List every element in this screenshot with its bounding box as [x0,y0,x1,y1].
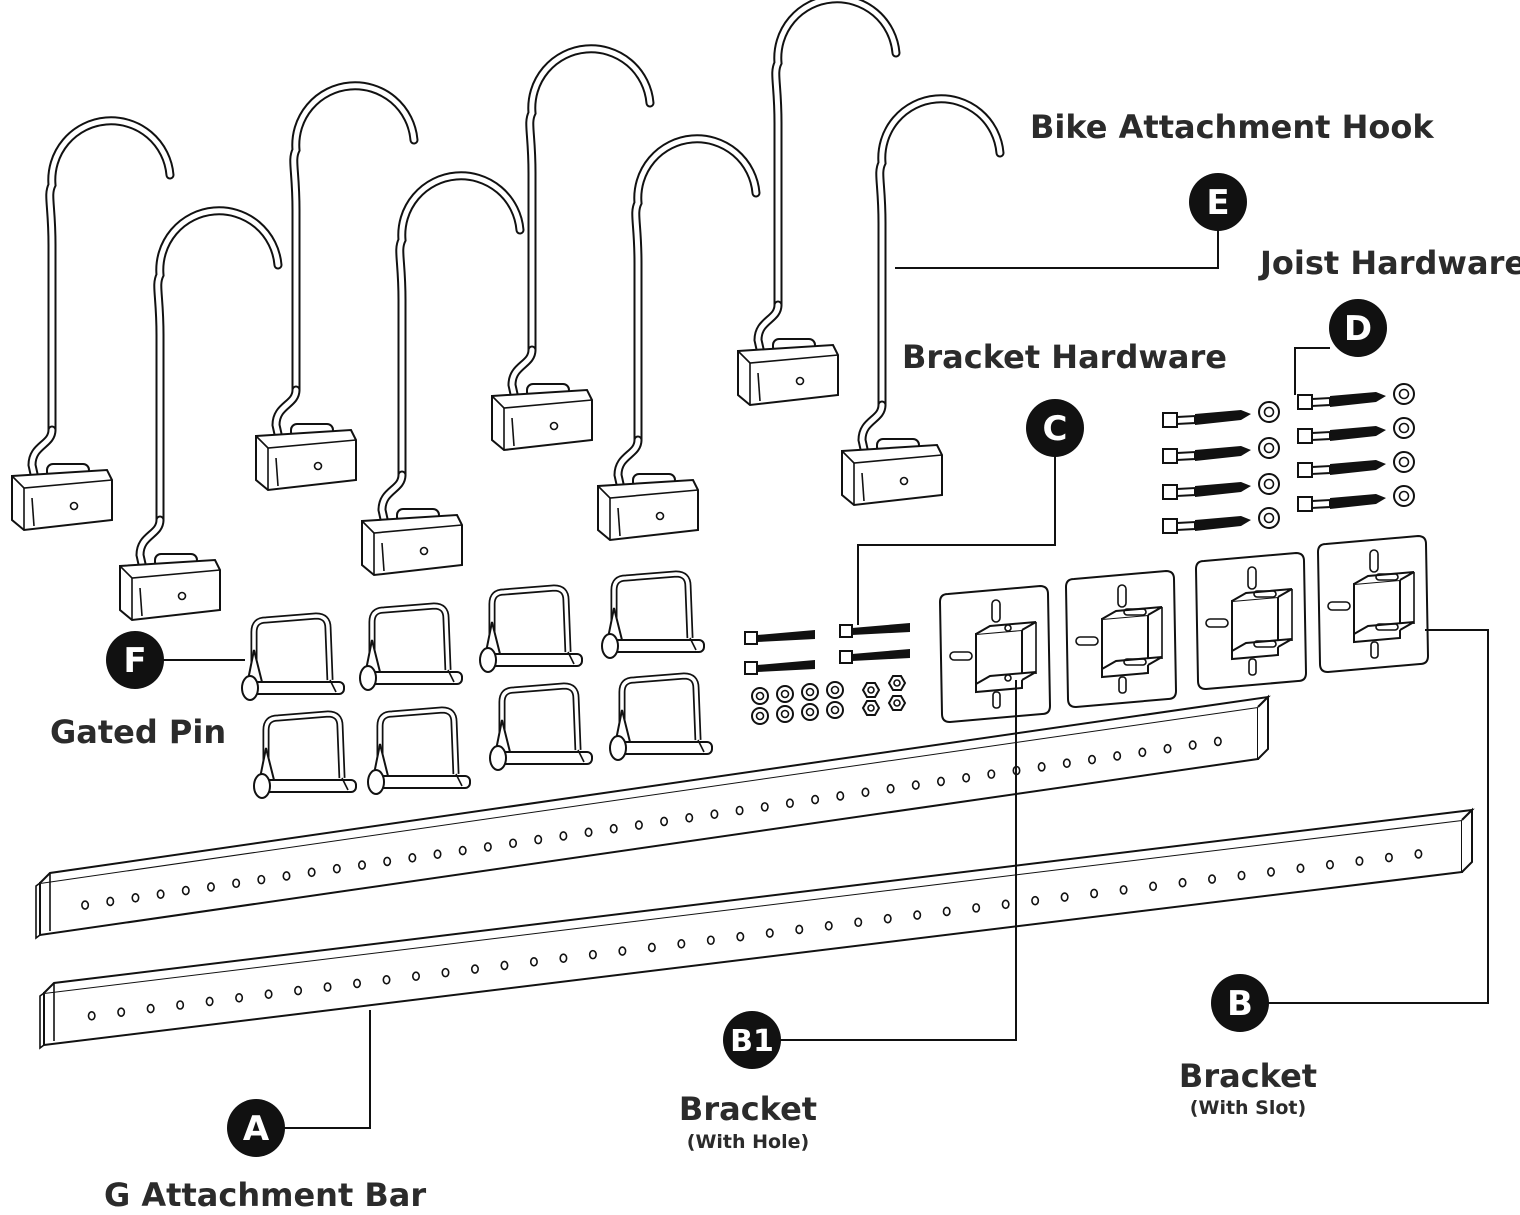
lag-bolt [1297,494,1386,512]
lag-washer [1393,485,1415,507]
label-attachment-bar: G Attachment Bar [104,1176,426,1214]
badge-d-letter: D [1344,309,1372,349]
badge-f-letter: F [123,641,146,681]
gated-pin [479,584,583,673]
gated-pin [241,612,345,701]
badge-b: B [1211,974,1269,1032]
lag-bolt [1162,410,1251,428]
badge-b-letter: B [1227,984,1253,1024]
badge-a-letter: A [243,1109,270,1149]
joist-hardware-group [1162,383,1415,534]
lag-washer [1258,401,1280,423]
bracket-with-slot [1064,569,1178,709]
attachment-bar [39,807,1475,1050]
lag-bolt [1162,482,1251,500]
washer [751,687,769,705]
washer [801,703,819,721]
sublabel-bracket-b: (With Slot) [1190,1097,1306,1119]
bike-hook [737,0,901,407]
hex-nut [861,700,881,716]
bracket-bolt [839,623,910,638]
lag-bolt [1297,460,1386,478]
bracket-bolt [744,660,815,675]
hex-nut [887,695,907,711]
bracket-bolt [839,649,910,664]
bike-hook [361,171,525,577]
bracket-with-slot [1194,551,1308,691]
bike-hook [11,116,175,532]
badge-c-letter: C [1043,409,1068,449]
bracket-with-slot [1316,534,1430,674]
badge-e: E [1189,173,1247,231]
gated-pin [601,570,705,659]
lag-washer [1258,437,1280,459]
lag-bolt [1297,426,1386,444]
lag-bolt [1162,446,1251,464]
gated-pin [253,710,357,799]
bracket-hardware-group [744,623,910,725]
badge-f: F [106,631,164,689]
lag-washer [1393,451,1415,473]
bike-hook [841,94,1005,507]
washer [776,685,794,703]
label-bracket-hardware: Bracket Hardware [902,338,1227,376]
lag-washer [1258,473,1280,495]
lag-bolt [1162,516,1251,534]
badge-b1-letter: B1 [730,1024,774,1059]
lag-washer [1393,417,1415,439]
label-bracket-b: Bracket [1179,1057,1317,1095]
bracket-group [938,534,1430,724]
attachment-bar [35,694,1271,940]
bike-hook [119,206,283,622]
label-joist-hardware: Joist Hardware [1258,244,1520,282]
sublabel-bracket-b1: (With Hole) [687,1131,809,1153]
bike-hook [491,44,655,452]
gated-pin [489,682,593,771]
washer [776,705,794,723]
badge-e-letter: E [1206,183,1229,223]
gated-pin [359,602,463,691]
hook-group [11,0,1005,622]
lag-washer [1258,507,1280,529]
hex-nut [887,675,907,691]
hex-nut [861,682,881,698]
leader-lines [160,230,1489,1129]
badge-d: D [1329,299,1387,357]
lag-bolt [1297,392,1386,410]
washer [826,701,844,719]
badge-a: A [227,1099,285,1157]
bracket-with-hole [938,584,1052,724]
badge-b1: B1 [723,1011,781,1069]
label-gated-pin: Gated Pin [50,713,226,751]
washer [801,683,819,701]
gated-pin [609,672,713,761]
gated-pin [367,706,471,795]
label-bracket-b1: Bracket [679,1090,817,1128]
lag-washer [1393,383,1415,405]
attachment-bar-group [35,694,1475,1050]
bike-hook [597,134,761,542]
badge-c: C [1026,399,1084,457]
gated-pin-group [241,570,713,799]
washer [751,707,769,725]
washer [826,681,844,699]
label-bike-attachment-hook: Bike Attachment Hook [1030,108,1434,146]
bike-hook [255,81,419,492]
bracket-bolt [744,630,815,645]
